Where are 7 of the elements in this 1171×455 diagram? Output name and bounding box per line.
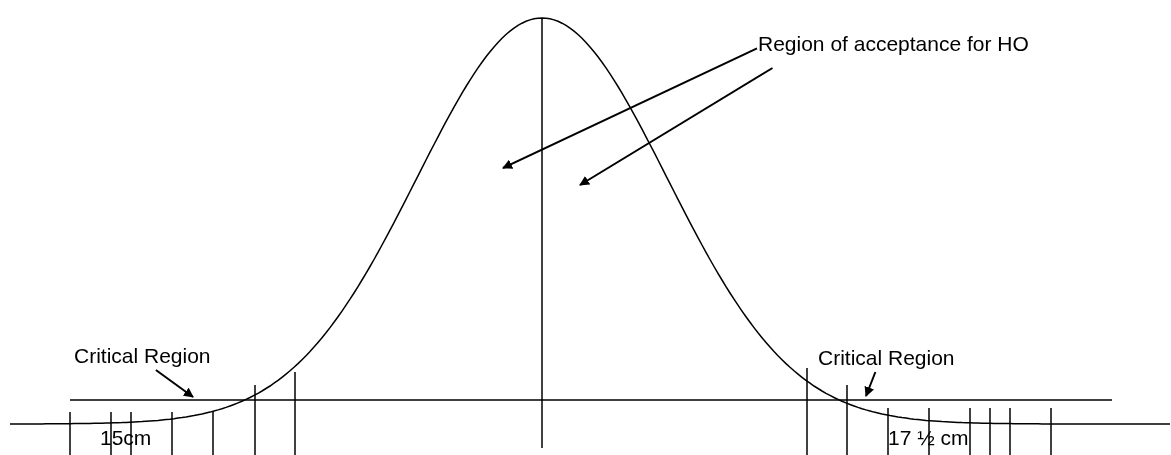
callout-label: Critical Region bbox=[74, 344, 211, 368]
leader-line bbox=[579, 67, 774, 186]
callout-label: Critical Region bbox=[818, 346, 955, 370]
leader-line bbox=[864, 371, 877, 397]
leader-line bbox=[502, 47, 758, 169]
leader-line bbox=[154, 369, 194, 398]
callout-label: Region of acceptance for HO bbox=[758, 22, 1048, 66]
